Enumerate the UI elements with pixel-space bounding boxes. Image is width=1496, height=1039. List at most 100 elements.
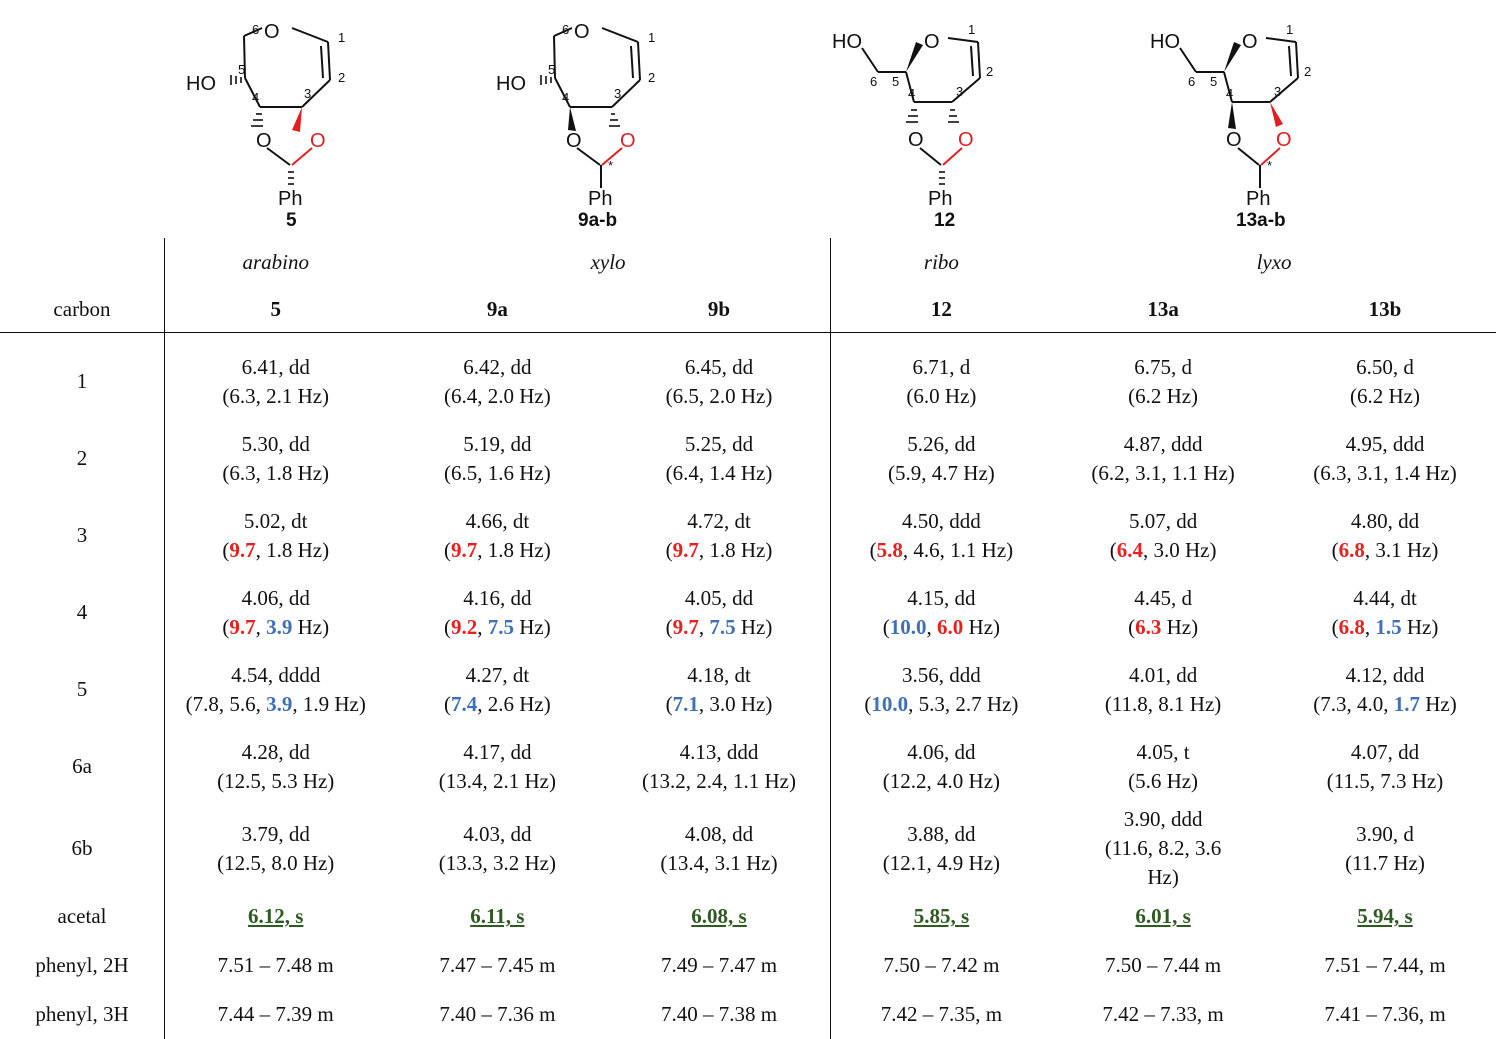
shift-text: 4.66, dt (466, 509, 530, 533)
s9-star: * (608, 158, 613, 173)
shift-text: 6.45, dd (685, 355, 753, 379)
coupling-blue: 1.7 (1394, 692, 1420, 716)
config-lyxo: lyxo (1052, 238, 1496, 286)
compound-13a-header: 13a (1052, 286, 1274, 333)
coupling-blue: 1.5 (1375, 615, 1401, 639)
shift-cell-13a: 4.05, t(5.6 Hz) (1052, 728, 1274, 805)
nmr-table: arabino xylo ribo lyxo carbon 5 9a 9b 12… (0, 238, 1496, 1039)
coupling-red: 9.7 (229, 538, 255, 562)
shift-text: 7.51 – 7.48 m (218, 953, 334, 977)
coupling-blue: 10.0 (871, 692, 908, 716)
shift-text: , 3.0 Hz) (699, 692, 772, 716)
shift-cell-9a: 4.17, dd(13.4, 2.1 Hz) (386, 728, 608, 805)
coupling-acetal: 6.01, s (1135, 904, 1190, 928)
carbon-label: phenyl, 3H (0, 990, 165, 1039)
shift-cell-12: 3.88, dd(12.1, 4.9 Hz) (830, 805, 1052, 892)
shift-text: , 1.8 Hz) (477, 538, 550, 562)
shift-cell-9a: 6.11, s (386, 892, 608, 941)
shift-text: 7.40 – 7.36 m (439, 1002, 555, 1026)
shift-text: , 4.6, 1.1 Hz) (903, 538, 1013, 562)
shift-text: (6.3, 3.1, 1.4 Hz) (1313, 461, 1456, 485)
shift-cell-9a: 4.03, dd(13.3, 3.2 Hz) (386, 805, 608, 892)
shift-text: (11.5, 7.3 Hz) (1327, 769, 1443, 793)
config-xylo: xylo (386, 238, 830, 286)
shift-text: (12.5, 5.3 Hz) (217, 769, 334, 793)
coupling-blue: 3.9 (266, 615, 292, 639)
shift-text: 4.72, dt (687, 509, 751, 533)
shift-cell-13b: 3.90, d (11.7 Hz) (1274, 805, 1496, 892)
shift-text: ( (1332, 615, 1339, 639)
svg-text:O: O (1276, 129, 1292, 151)
svg-text:Ph: Ph (588, 188, 612, 210)
shift-text: Hz) (1420, 692, 1457, 716)
structure-5-drawing: O HO O O Ph 1 2 3 4 5 6 5 (180, 0, 440, 232)
shift-cell-9b: 4.08, dd(13.4, 3.1 Hz) (608, 805, 830, 892)
shift-text: (11.7 Hz) (1345, 851, 1425, 875)
svg-text:3: 3 (614, 86, 621, 101)
shift-text: (6.4, 2.0 Hz) (444, 384, 551, 408)
svg-text:O: O (958, 129, 974, 151)
svg-text:5: 5 (892, 74, 899, 89)
shift-text: , (256, 615, 267, 639)
shift-text: (5.9, 4.7 Hz) (888, 461, 995, 485)
svg-text:O: O (1226, 129, 1242, 151)
shift-text: ( (444, 615, 451, 639)
shift-cell-13b: 4.44, dt(6.8, 1.5 Hz) (1274, 574, 1496, 651)
shift-text: 7.49 – 7.47 m (661, 953, 777, 977)
shift-text: Hz) (514, 615, 551, 639)
shift-cell-12: 3.56, ddd(10.0, 5.3, 2.7 Hz) (830, 651, 1052, 728)
shift-cell-13a: 4.45, d(6.3 Hz) (1052, 574, 1274, 651)
shift-cell-9b: 7.49 – 7.47 m (608, 941, 830, 990)
shift-text: Hz) (1402, 615, 1439, 639)
shift-cell-9b: 4.72, dt(9.7, 1.8 Hz) (608, 497, 830, 574)
shift-text: (6.3, 2.1 Hz) (222, 384, 329, 408)
shift-text: ( (883, 615, 890, 639)
shift-text: , 5.3, 2.7 Hz) (908, 692, 1018, 716)
svg-text:4: 4 (252, 90, 259, 105)
shift-text: (7.8, 5.6, (186, 692, 267, 716)
shift-text: 5.02, dt (244, 509, 308, 533)
compound-5-header: 5 (165, 286, 387, 333)
carbon-label: 6a (0, 728, 165, 805)
svg-text:3: 3 (304, 86, 311, 101)
shift-cell-9a: 7.40 – 7.36 m (386, 990, 608, 1039)
s13-label: 13a-b (1236, 210, 1286, 231)
coupling-blue: 10.0 (890, 615, 927, 639)
coupling-red: 9.7 (229, 615, 255, 639)
shift-cell-12: 5.26, dd(5.9, 4.7 Hz) (830, 420, 1052, 497)
shift-cell-13a: 4.87, ddd(6.2, 3.1, 1.1 Hz) (1052, 420, 1274, 497)
svg-text:HO: HO (1150, 31, 1180, 53)
shift-text: 4.13, ddd (680, 740, 759, 764)
shift-text: (6.5, 1.6 Hz) (444, 461, 551, 485)
shift-text: ( (1332, 538, 1339, 562)
structure-9ab-drawing: * O HO O O Ph 1 2 3 4 5 6 9a-b (490, 0, 750, 232)
shift-text: 7.50 – 7.42 m (883, 953, 999, 977)
structure-12: HO O O O Ph 1 2 3 4 5 6 12 (828, 0, 1088, 232)
svg-text:6: 6 (562, 22, 569, 37)
svg-text:6: 6 (1188, 74, 1195, 89)
shift-cell-9a: 4.16, dd(9.2, 7.5 Hz) (386, 574, 608, 651)
svg-text:6: 6 (870, 74, 877, 89)
shift-cell-9b: 6.45, dd(6.5, 2.0 Hz) (608, 333, 830, 421)
shift-text: (6.3, 1.8 Hz) (222, 461, 329, 485)
shift-text: 3.90, d (1356, 822, 1414, 846)
shift-text: , 1.9 Hz) (292, 692, 365, 716)
shift-text: 3.79, dd (242, 822, 310, 846)
shift-text: (5.6 Hz) (1128, 769, 1198, 793)
shift-cell-13b: 4.95, ddd(6.3, 3.1, 1.4 Hz) (1274, 420, 1496, 497)
shift-text: 7.41 – 7.36, m (1324, 1002, 1445, 1026)
svg-text:O: O (1242, 31, 1258, 53)
shift-cell-9b: 7.40 – 7.38 m (608, 990, 830, 1039)
shift-text: (11.8, 8.1 Hz) (1105, 692, 1221, 716)
shift-text: (11.6, 8.2, 3.6 (1105, 836, 1221, 860)
compound-header-row: carbon 5 9a 9b 12 13a 13b (0, 286, 1496, 333)
shift-text: 4.07, dd (1351, 740, 1419, 764)
coupling-red: 6.0 (937, 615, 963, 639)
coupling-red: 9.7 (673, 615, 699, 639)
shift-text: (6.4, 1.4 Hz) (666, 461, 773, 485)
shift-cell-13a: 6.01, s (1052, 892, 1274, 941)
shift-text: , (477, 615, 488, 639)
